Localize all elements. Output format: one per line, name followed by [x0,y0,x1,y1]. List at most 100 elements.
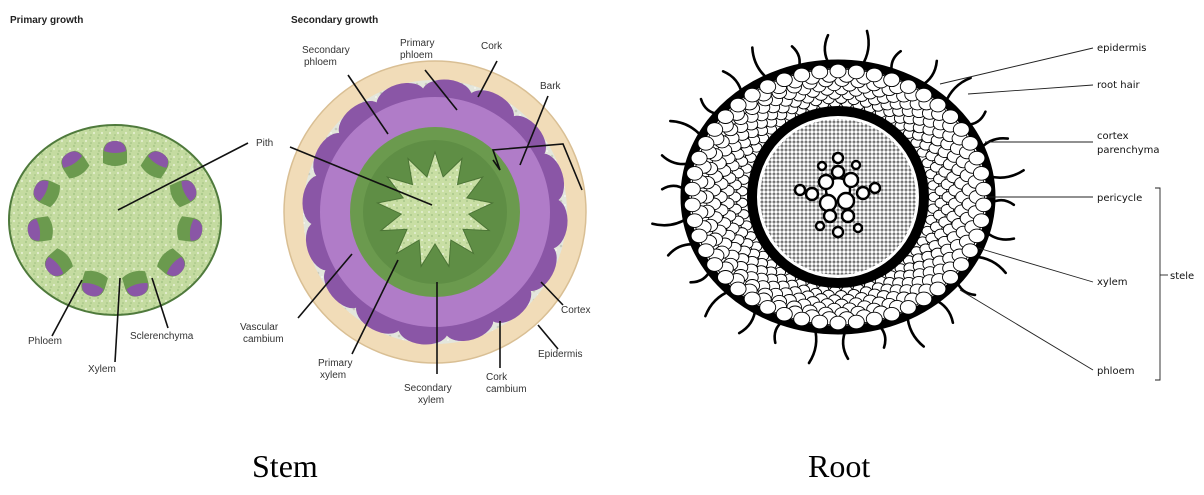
parenchyma-cell [953,258,969,272]
primary-stem-section [9,125,221,315]
parenchyma-cell [812,315,828,329]
parenchyma-cell [830,64,846,78]
root-epidermis-label: epidermis [1097,43,1146,54]
parenchyma-cell [884,73,900,87]
xylem-vessel [819,175,833,189]
stele-label: stele [1170,271,1194,282]
xylem-vessel [857,187,869,199]
primary-growth-title: Primary growth [10,15,83,26]
parenchyma-cell [744,292,760,306]
parenchyma-cell [962,244,978,258]
secondary-xylem-label: Secondary xylem [404,383,455,406]
parenchyma-cell [916,88,932,102]
parenchyma-cell [744,88,760,102]
xylem-vessel [838,193,854,209]
parenchyma-cell [976,198,992,212]
secondary-stem-section [284,61,586,363]
primary-phloem-label: Primary phloem [400,38,437,61]
parenchyma-cell [684,198,700,212]
parenchyma-cell [691,151,707,165]
parenchyma-cell [848,65,864,79]
xylem-vessel [844,173,858,187]
vascular-bundle [103,141,127,166]
xylem-vessel [833,227,843,237]
parenchyma-cell [848,315,864,329]
root-panel: epidermis root hair cortex parenchyma pe… [652,31,1194,380]
parenchyma-cell [691,229,707,243]
parenchyma-cell [969,229,985,243]
parenchyma-cell [760,301,776,315]
parenchyma-cell [930,282,946,296]
primary-growth-panel: Primary growth Phloem Xylem Sclerenchyma [9,15,248,375]
parenchyma-cell [900,80,916,94]
xylem-vessel [820,195,836,211]
cork-cambium-label: Cork cambium [486,372,527,395]
secondary-growth-panel: Secondary growth Secondary phloem Primar… [240,15,590,406]
xylem-vessel [816,222,824,230]
root-hair-label: root hair [1097,80,1140,91]
xylem-vessel [832,166,844,178]
parenchyma-cell [707,123,723,137]
parenchyma-cell [976,182,992,196]
parenchyma-cell [776,73,792,87]
cortex-label: Cortex [561,305,590,316]
parenchyma-cell [794,68,810,82]
parenchyma-cell [730,98,746,112]
parenchyma-cell [730,282,746,296]
parenchyma-cell [812,65,828,79]
pericycle-label: pericycle [1097,193,1142,204]
root-hair-leader [968,85,1093,94]
parenchyma-cell [718,271,734,285]
stem-caption: Stem [252,448,318,484]
parenchyma-cell [943,271,959,285]
phloem-label: Phloem [28,336,62,347]
parenchyma-cell [900,301,916,315]
parenchyma-cell [684,182,700,196]
root-phloem-label: phloem [1097,366,1134,377]
secondary-phloem-label: Secondary phloem [302,45,353,68]
parenchyma-cell [760,80,776,94]
xylem-vessel [824,210,836,222]
parenchyma-cell [973,214,989,228]
epidermis-leader [538,325,558,349]
parenchyma-cell [718,110,734,124]
stele-bracket [1155,188,1160,380]
parenchyma-cell [916,292,932,306]
root-phloem-leader [960,290,1093,370]
xylem-label: Xylem [88,364,116,375]
primary-xylem-label: Primary xylem [318,358,355,381]
bark-label: Bark [540,81,562,92]
parenchyma-cell [698,137,714,151]
parenchyma-cell [830,316,846,330]
vascular-cambium-label: Vascular cambium [240,322,284,345]
sclerenchyma-label: Sclerenchyma [130,331,194,342]
xylem-vessel [854,224,862,232]
xylem-vessel [852,161,860,169]
cortex-parenchyma-label: cortex parenchyma [1097,131,1159,156]
parenchyma-cell [687,167,703,181]
secondary-growth-title: Secondary growth [291,15,378,26]
parenchyma-cell [953,123,969,137]
xylem-vessel [833,153,843,163]
parenchyma-cell [776,307,792,321]
xylem-vessel [842,210,854,222]
xylem-vessel [818,162,826,170]
parenchyma-cell [884,307,900,321]
parenchyma-cell [943,110,959,124]
root-xylem-label: xylem [1097,277,1128,288]
parenchyma-cell [687,214,703,228]
parenchyma-cell [962,137,978,151]
root-epidermis-leader [940,48,1093,84]
epidermis-label: Epidermis [538,349,582,360]
parenchyma-cell [794,312,810,326]
parenchyma-cell [866,312,882,326]
parenchyma-cell [707,258,723,272]
parenchyma-cell [973,167,989,181]
parenchyma-cell [866,68,882,82]
parenchyma-cell [698,244,714,258]
xylem-vessel [806,188,818,200]
root-caption: Root [808,448,870,484]
pith-label: Pith [256,138,273,149]
xylem-vessel [795,185,805,195]
parenchyma-cell [969,151,985,165]
